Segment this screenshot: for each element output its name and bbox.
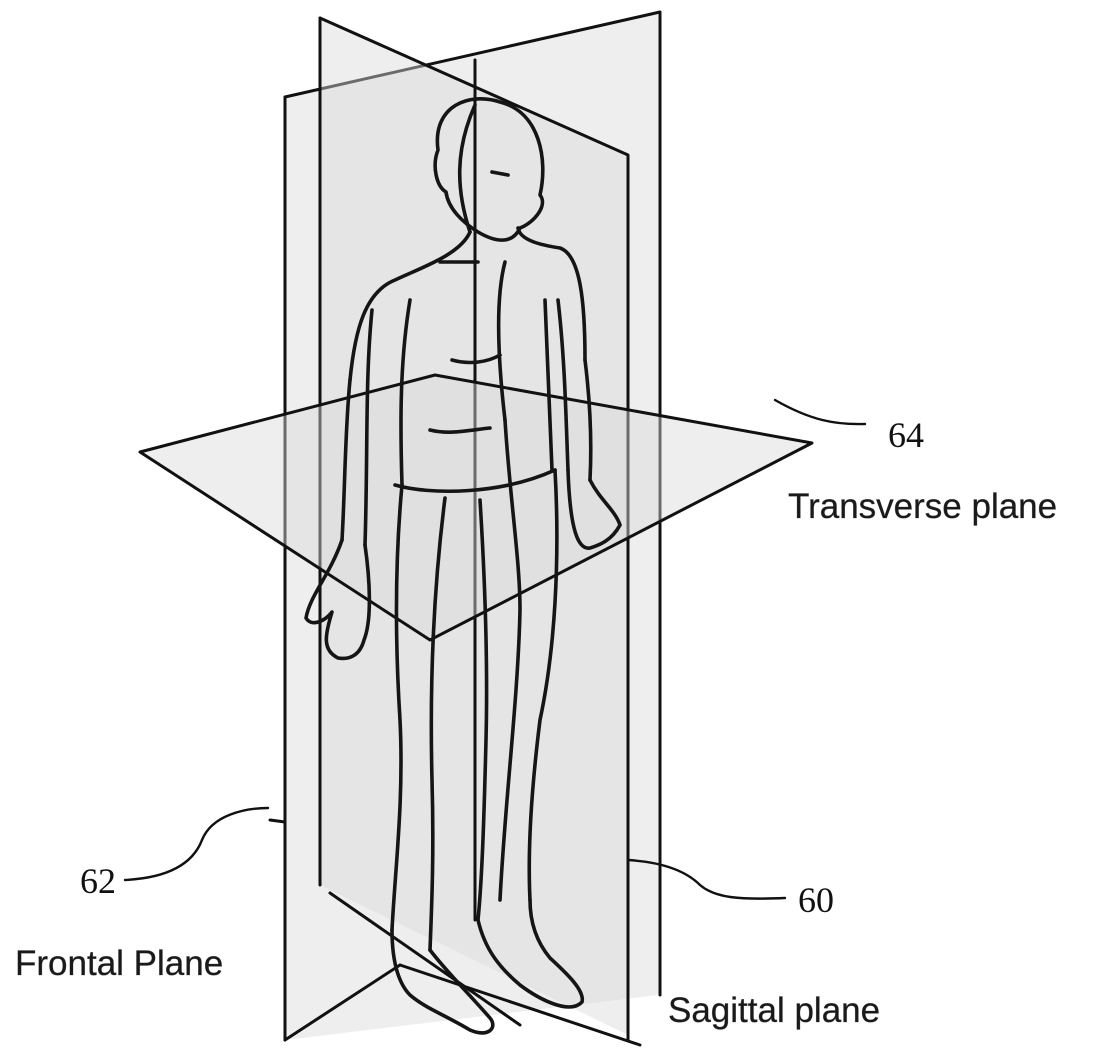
frontal-plane-label: Frontal Plane: [15, 944, 223, 983]
transverse-plane: [140, 375, 812, 640]
transverse-ref-number: 64: [888, 415, 924, 455]
sagittal-plane-label: Sagittal plane: [668, 991, 880, 1030]
leader-62: [125, 808, 268, 880]
transverse-plane-label: Transverse plane: [788, 487, 1057, 526]
sagittal-ref-number: 60: [798, 880, 834, 920]
frontal-ref-number: 62: [80, 861, 116, 901]
leader-64: [775, 400, 865, 424]
